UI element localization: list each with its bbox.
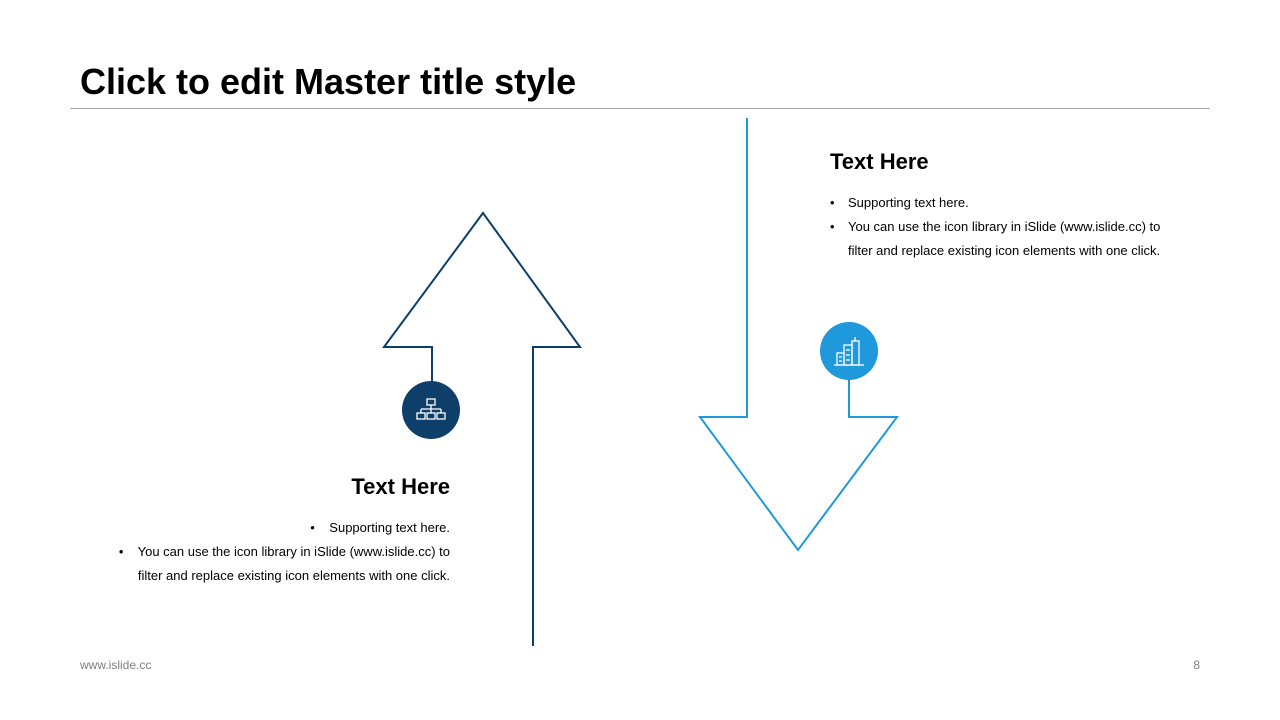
- right-bullet-2-text-line2: filter and replace existing icon element…: [848, 243, 1161, 258]
- left-bullet-1-text: Supporting text here.: [329, 520, 450, 535]
- city-buildings-icon: [834, 337, 864, 366]
- left-bullet-list: • Supporting text here. • You can use th…: [90, 516, 450, 588]
- up-arrow-outline: [382, 211, 582, 646]
- right-heading: Text Here: [830, 149, 929, 174]
- right-bullet-list: • Supporting text here. • You can use th…: [830, 191, 1190, 263]
- bullet-glyph: •: [830, 219, 835, 234]
- right-bullet-2-text-line1: You can use the icon library in iSlide (…: [848, 219, 1161, 234]
- left-bullet-1: • Supporting text here.: [90, 516, 450, 540]
- bullet-glyph: •: [830, 195, 835, 210]
- right-bullet-2-continuation: filter and replace existing icon element…: [830, 239, 1190, 263]
- page-number: 8: [1193, 658, 1200, 672]
- bullet-glyph: •: [310, 520, 315, 535]
- footer-url: www.islide.cc: [80, 658, 152, 672]
- left-bullet-2-text-line2: filter and replace existing icon element…: [137, 568, 450, 583]
- down-arrow-outline: [698, 118, 899, 552]
- bullet-glyph: •: [118, 544, 124, 559]
- left-bullet-2: • You can use the icon library in iSlide…: [90, 540, 450, 564]
- left-bullet-2-text-line1: You can use the icon library in iSlide (…: [137, 544, 450, 559]
- right-bullet-1-text: Supporting text here.: [848, 195, 969, 210]
- right-bullet-2: • You can use the icon library in iSlide…: [830, 215, 1190, 239]
- left-heading: Text Here: [351, 474, 450, 499]
- down-arrow-icon-badge: [820, 322, 878, 380]
- slide-title: Click to edit Master title style: [80, 61, 577, 102]
- right-text-block: Text Here • Supporting text here. • You …: [830, 148, 1190, 263]
- org-chart-icon: [416, 398, 446, 420]
- left-bullet-2-continuation: filter and replace existing icon element…: [90, 564, 450, 588]
- title-divider: [70, 108, 1210, 109]
- right-bullet-1: • Supporting text here.: [830, 191, 1190, 215]
- left-text-block: Text Here • Supporting text here. • You …: [90, 473, 450, 588]
